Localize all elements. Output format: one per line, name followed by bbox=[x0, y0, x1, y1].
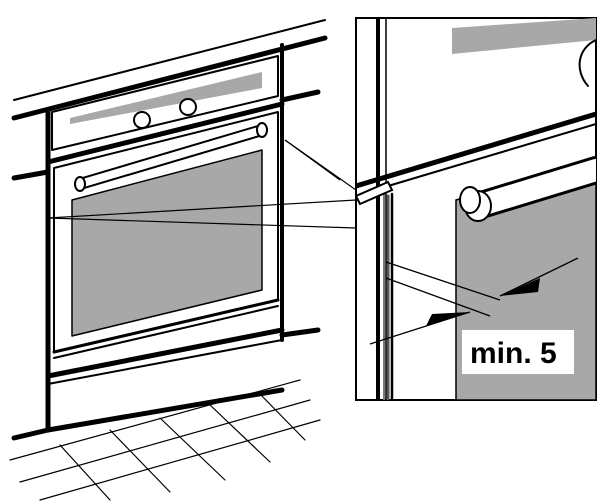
min-gap-label: min. 5 bbox=[462, 330, 574, 374]
detail-leader-lines bbox=[47, 139, 357, 229]
oven-illustration bbox=[9, 19, 328, 501]
detail-magnifier: min. 5 bbox=[355, 17, 597, 401]
min-gap-label-text: min. 5 bbox=[470, 337, 557, 370]
dimension-arrow bbox=[369, 257, 579, 345]
